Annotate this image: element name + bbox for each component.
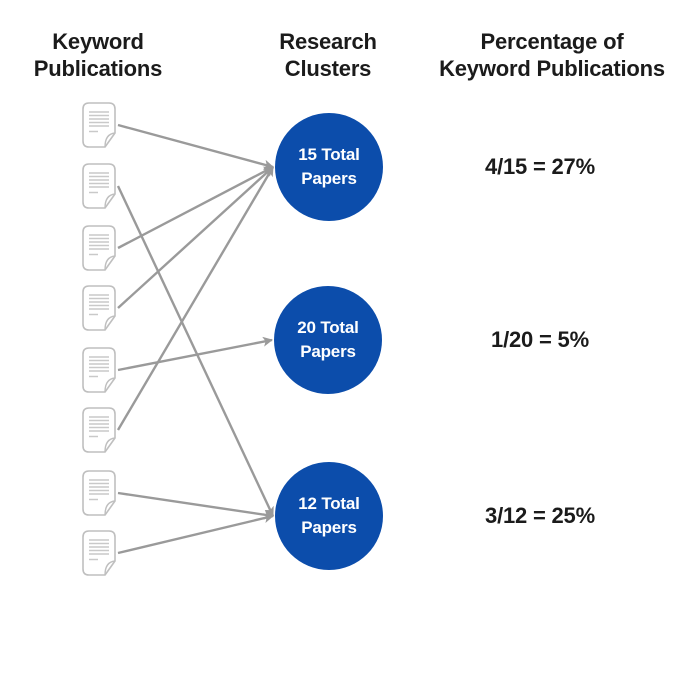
header-line: Keyword — [52, 29, 144, 54]
publication-document-icon — [81, 346, 117, 394]
header-line: Research — [279, 29, 377, 54]
connection-arrow — [117, 123, 274, 170]
column-header-research-clusters: Research Clusters — [238, 28, 418, 82]
cluster-label-line1: 12 Total — [298, 494, 360, 513]
column-header-keyword-publications: Keyword Publications — [8, 28, 188, 82]
publication-document-icon — [81, 284, 117, 332]
cluster-label-line2: Papers — [300, 342, 356, 361]
publication-document-icon — [81, 162, 117, 210]
publication-document-icon — [81, 469, 117, 517]
connection-arrow — [117, 491, 274, 520]
publication-document-icon — [81, 224, 117, 272]
document-icon — [82, 470, 116, 516]
percentage-label: 4/15 = 27% — [485, 154, 595, 179]
header-line: Clusters — [284, 56, 372, 81]
document-icon — [82, 407, 116, 453]
publication-document-icon — [81, 529, 117, 577]
column-header-percentage: Percentage of Keyword Publications — [416, 28, 688, 82]
publication-document-icon — [81, 101, 117, 149]
cluster-label-line1: 15 Total — [298, 145, 360, 164]
connection-arrow — [116, 185, 275, 517]
document-icon — [82, 530, 116, 576]
header-line: Publications — [33, 56, 163, 81]
percentage-label: 3/12 = 25% — [485, 503, 595, 528]
document-icon — [82, 102, 116, 148]
connection-arrow — [117, 166, 274, 309]
document-icon — [82, 347, 116, 393]
connection-arrow — [116, 166, 275, 431]
connection-arrow — [117, 513, 274, 555]
publication-document-icon — [81, 406, 117, 454]
header-line: Keyword Publications — [439, 56, 665, 81]
document-icon — [82, 163, 116, 209]
connection-arrow — [117, 165, 274, 250]
header-line: Percentage of — [480, 29, 624, 54]
cluster-label-line2: Papers — [301, 169, 357, 188]
cluster-label-line2: Papers — [301, 518, 357, 537]
connection-arrow — [117, 336, 273, 372]
cluster-label-line1: 20 Total — [297, 318, 359, 337]
percentage-label: 1/20 = 5% — [491, 327, 589, 352]
document-icon — [82, 285, 116, 331]
document-icon — [82, 225, 116, 271]
